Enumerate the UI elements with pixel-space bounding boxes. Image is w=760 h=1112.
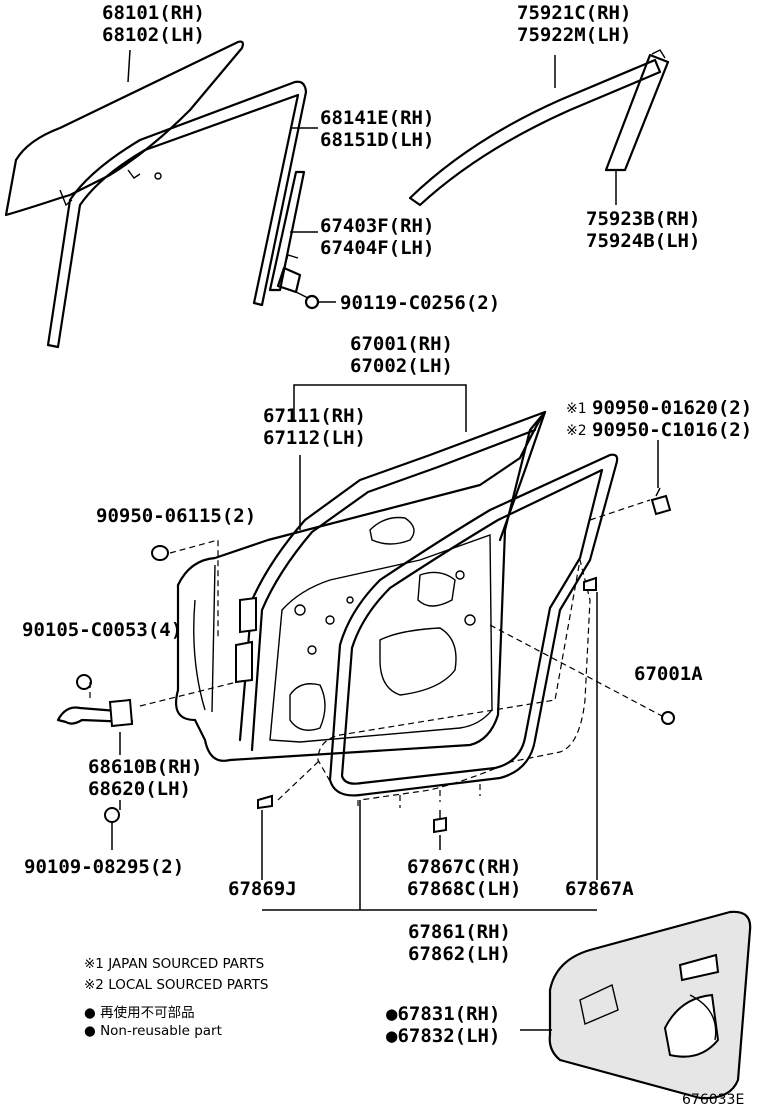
label-ws-a: 67867A [565, 878, 634, 900]
label-frame-lh: 67112(LH) [263, 427, 366, 449]
check-bolt-icon [76, 674, 92, 690]
label-cover-lh: ●67832(LH) [386, 1025, 500, 1047]
label-ws-a-rh: 67867C(RH) [407, 856, 521, 878]
label-glass-lh: 68102(LH) [102, 24, 205, 46]
bottom-bolt-icon [104, 807, 120, 823]
label-check-rh: 68610B(RH) [88, 756, 202, 778]
label-cover-rh: ●67831(RH) [386, 1003, 500, 1025]
door-panel [174, 410, 547, 762]
legend-note-nonreusable-en: ● Non-reusable part [84, 1023, 222, 1039]
label-clip1-mark: ※1 [566, 401, 587, 417]
clip-icon [650, 487, 672, 516]
label-clip2-mark: ※2 [566, 423, 587, 439]
label-ws-a-lh: 67868C(LH) [407, 878, 521, 900]
label-frame-rh: 67111(RH) [263, 405, 366, 427]
label-door-lh: 67002(LH) [350, 355, 453, 377]
label-garnish-lh: 75924B(LH) [586, 230, 700, 252]
label-garnish-rh: 75923B(RH) [586, 208, 700, 230]
legend-note-nonreusable-jp: ● 再使用不可部品 [84, 1004, 195, 1021]
door-check [56, 698, 134, 728]
label-clip2: 90950-C1016(2) [592, 419, 752, 441]
label-door-rh: 67001(RH) [350, 333, 453, 355]
label-plug: 90950-06115(2) [96, 505, 256, 527]
label-run-lh: 68151D(LH) [320, 129, 434, 151]
label-molding-rh: 75921C(RH) [517, 2, 631, 24]
door-clip-icon [661, 711, 675, 725]
label-channel-lh: 67404F(LH) [320, 237, 434, 259]
label-clip1: 90950-01620(2) [592, 397, 752, 419]
label-ws-j: 67869J [228, 878, 297, 900]
ws-c-clip-icon [433, 810, 447, 834]
glass-run [46, 80, 308, 349]
label-molding-lh: 75922M(LH) [517, 24, 631, 46]
label-channel-bolt: 90119-C0256(2) [340, 292, 500, 314]
legend: ※1 JAPAN SOURCED PARTS ※2 LOCAL SOURCED … [84, 956, 269, 1039]
diagram-code: 676033E [682, 1092, 744, 1108]
legend-note-local: ※2 LOCAL SOURCED PARTS [84, 977, 269, 993]
label-channel-rh: 67403F(RH) [320, 215, 434, 237]
plug-icon [151, 545, 169, 561]
outside-molding [408, 58, 662, 207]
leader-lines [111, 49, 659, 1031]
service-hole-cover [548, 910, 752, 1100]
weatherstrip-clip-icon [583, 576, 597, 591]
label-glass-rh: 68101(RH) [102, 2, 205, 24]
label-check-lh: 68620(LH) [88, 778, 191, 800]
label-ws-lh: 67862(LH) [408, 943, 511, 965]
dashed-leaders [89, 499, 663, 801]
label-bottom-bolt: 90109-08295(2) [24, 856, 184, 878]
division-channel [268, 170, 306, 294]
label-door-sub: 67001A [634, 663, 703, 685]
garnish [604, 49, 670, 172]
channel-bolt-icon [295, 291, 320, 310]
label-run-rh: 68141E(RH) [320, 107, 434, 129]
legend-note-japan: ※1 JAPAN SOURCED PARTS [84, 956, 264, 972]
ws-j-clip-icon [257, 794, 273, 810]
label-ws-rh: 67861(RH) [408, 921, 511, 943]
label-check-bolt: 90105-C0053(4) [22, 619, 182, 641]
weatherstrip [328, 453, 619, 797]
